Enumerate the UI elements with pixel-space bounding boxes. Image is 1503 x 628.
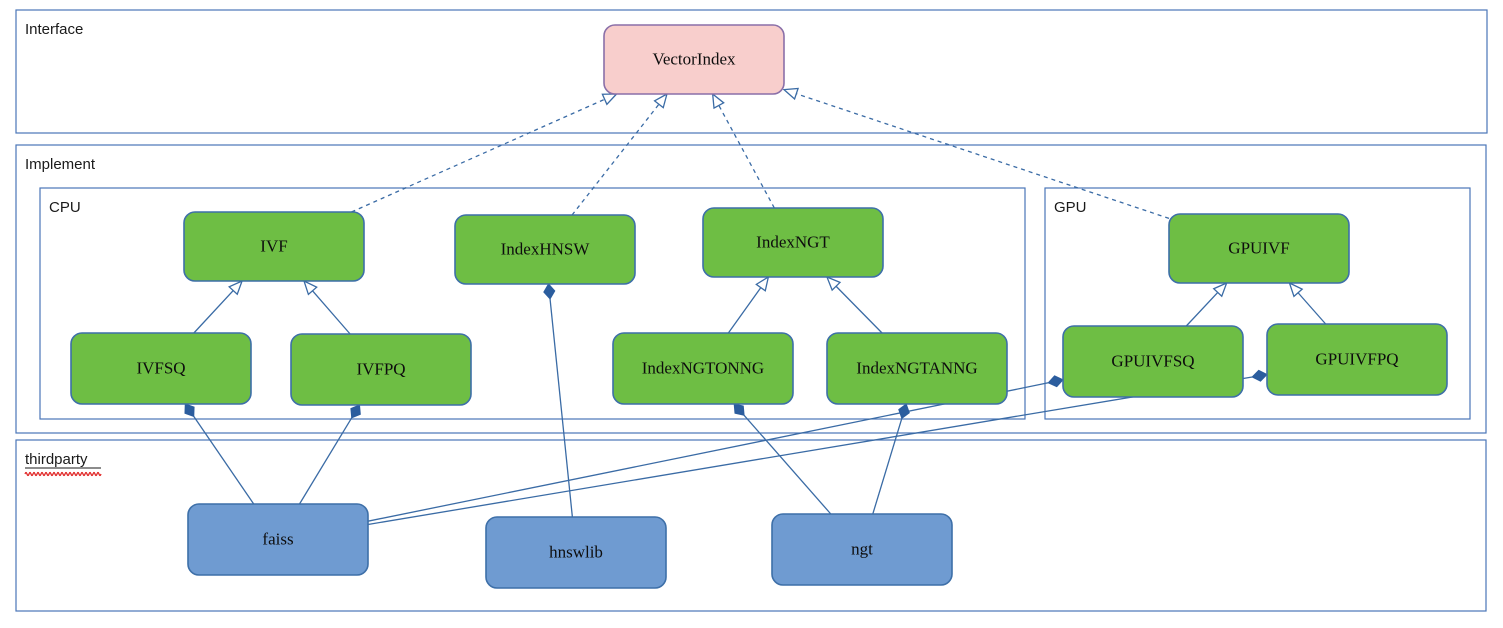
package-label: CPU [49,199,81,216]
node-label: hnswlib [549,542,603,561]
node-vectorindex[interactable]: VectorIndex [603,24,785,95]
package-label: GPU [1054,199,1087,216]
node-box[interactable] [1266,323,1448,396]
node-label: IVFPQ [356,359,405,378]
node-box[interactable] [603,24,785,95]
node-gpuivfsq[interactable]: GPUIVFSQ [1062,325,1244,398]
node-label: VectorIndex [652,49,736,68]
node-box[interactable] [290,333,472,406]
node-box[interactable] [826,332,1008,405]
edge-indexngtonng-to-indexngt [727,275,770,334]
node-label: ngt [851,539,873,558]
node-indexngtanng[interactable]: IndexNGTANNG [826,332,1008,405]
node-faiss[interactable]: faiss [187,503,369,576]
node-box[interactable] [183,211,365,282]
node-label: faiss [262,529,293,548]
node-label: IndexHNSW [501,239,591,258]
node-box[interactable] [70,332,252,405]
edge-faiss-to-gpuivfpq [367,369,1268,526]
edge-gpuivf-to-vectorindex [782,87,1170,220]
node-box[interactable] [187,503,369,576]
edge-ivfpq-to-ivf [302,279,351,335]
edge-ngt-to-indexngtanng [872,403,910,515]
node-ivfpq[interactable]: IVFPQ [290,333,472,406]
node-gpuivfpq[interactable]: GPUIVFPQ [1266,323,1448,396]
edge-layer [184,87,1327,526]
edge-ivfsq-to-ivf [193,279,244,334]
edge-faiss-to-ivfsq [184,403,255,505]
node-label: GPUIVFPQ [1315,349,1398,368]
node-label: IVFSQ [136,358,185,377]
node-box[interactable] [485,516,667,589]
node-box[interactable] [1062,325,1244,398]
package-label: thirdparty [25,451,88,468]
package-label: Interface [25,21,83,38]
spellcheck-underline [24,471,102,477]
node-box[interactable] [612,332,794,405]
node-indexhnsw[interactable]: IndexHNSW [454,214,636,285]
node-label: IndexNGTONNG [642,358,764,377]
node-hnswlib[interactable]: hnswlib [485,516,667,589]
node-label: IVF [260,236,287,255]
node-ivf[interactable]: IVF [183,211,365,282]
edge-hnswlib-to-indexhnsw [543,283,574,518]
node-indexngtonng[interactable]: IndexNGTONNG [612,332,794,405]
edge-indexhnsw-to-vectorindex [571,92,668,216]
node-label: GPUIVF [1228,238,1289,257]
edge-indexngtanng-to-indexngt [825,275,883,334]
node-box[interactable] [454,214,636,285]
node-label: IndexNGT [756,232,830,251]
node-indexngt[interactable]: IndexNGT [702,207,884,278]
node-box[interactable] [702,207,884,278]
edge-gpuivfsq-to-gpuivf [1185,281,1228,327]
package-label: Implement [25,156,96,173]
edge-ngt-to-indexngtonng [733,403,832,515]
node-ngt[interactable]: ngt [771,513,953,586]
node-label: IndexNGTANNG [856,358,977,377]
node-box[interactable] [1168,213,1350,284]
edge-gpuivfpq-to-gpuivf [1288,281,1327,325]
edge-indexngt-to-vectorindex [711,92,775,209]
edge-faiss-to-ivfpq [298,404,361,505]
node-gpuivf[interactable]: GPUIVF [1168,213,1350,284]
node-label: GPUIVFSQ [1111,351,1194,370]
node-box[interactable] [771,513,953,586]
edge-ivf-to-vectorindex [351,93,619,213]
node-ivfsq[interactable]: IVFSQ [70,332,252,405]
edge-faiss-to-gpuivfsq [367,375,1064,522]
